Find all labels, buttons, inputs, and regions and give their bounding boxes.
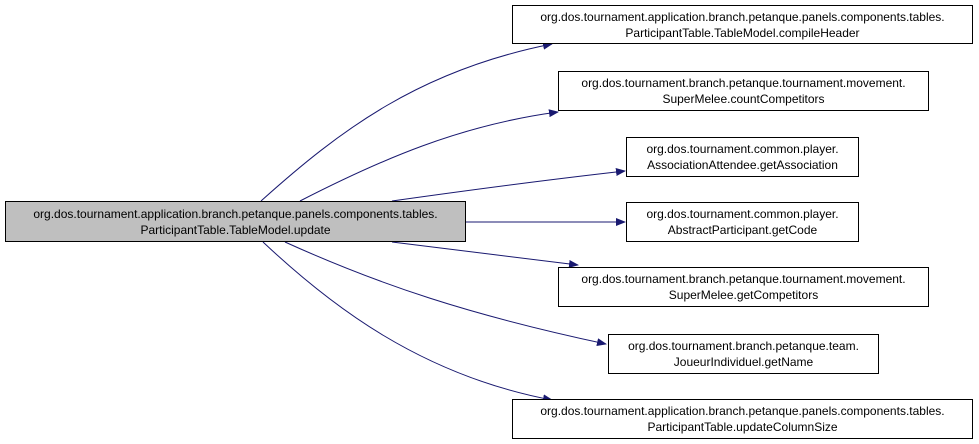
node-updatecolumnsize-line2: ParticipantTable.updateColumnSize (647, 420, 838, 434)
node-source-line2: ParticipantTable.TableModel.update (140, 222, 331, 237)
node-getname[interactable]: org.dos.tournament.branch.petanque.team.… (608, 334, 879, 374)
edge-to-getname (284, 241, 607, 347)
edge-to-getcompetitors (391, 241, 579, 268)
node-countcompetitors-line2: SuperMelee.countCompetitors (662, 92, 825, 106)
edge-to-compileheader (260, 41, 553, 202)
node-getname-line1: org.dos.tournament.branch.petanque.team. (628, 339, 859, 353)
node-getcode[interactable]: org.dos.tournament.common.player. Abstra… (626, 202, 859, 242)
node-getcompetitors-line2: SuperMelee.getCompetitors (668, 288, 819, 302)
node-getname-line2: JoueurIndividuel.getName (673, 355, 814, 369)
node-getassociation-line2: AssociationAttendee.getAssociation (647, 158, 838, 172)
node-getcode-line1: org.dos.tournament.common.player. (646, 207, 839, 221)
node-getassociation[interactable]: org.dos.tournament.common.player. Associ… (626, 137, 859, 177)
node-compileheader-line1: org.dos.tournament.application.branch.pe… (540, 9, 945, 24)
node-getassociation-line1: org.dos.tournament.common.player. (646, 142, 839, 156)
node-source-line1: org.dos.tournament.application.branch.pe… (33, 206, 438, 221)
node-countcompetitors-line1: org.dos.tournament.branch.petanque.tourn… (581, 76, 906, 90)
edge-to-countcompetitors (299, 109, 559, 202)
node-getcompetitors-line1: org.dos.tournament.branch.petanque.tourn… (581, 272, 906, 286)
node-countcompetitors[interactable]: org.dos.tournament.branch.petanque.tourn… (558, 71, 929, 111)
node-source-update[interactable]: org.dos.tournament.application.branch.pe… (5, 201, 466, 242)
node-updatecolumnsize[interactable]: org.dos.tournament.application.branch.pe… (512, 399, 973, 439)
edge-to-getassociation (391, 168, 626, 202)
edge-to-updatecolumnsize (262, 241, 553, 403)
node-updatecolumnsize-line1: org.dos.tournament.application.branch.pe… (540, 404, 945, 418)
node-compileheader[interactable]: org.dos.tournament.application.branch.pe… (512, 5, 973, 44)
node-getcode-line2: AbstractParticipant.getCode (667, 223, 818, 237)
node-getcompetitors[interactable]: org.dos.tournament.branch.petanque.tourn… (558, 267, 929, 307)
node-compileheader-line2: ParticipantTable.TableModel.compileHeade… (625, 25, 860, 40)
